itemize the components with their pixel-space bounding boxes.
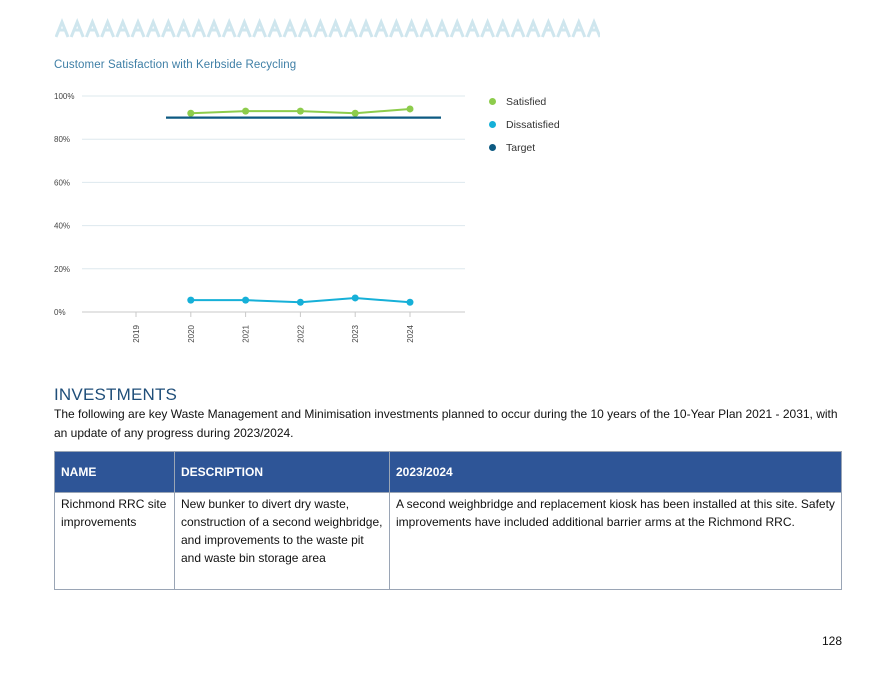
section-intro: The following are key Waste Management a…: [54, 407, 838, 440]
y-tick-label: 60%: [54, 178, 70, 187]
banner-motif: [495, 17, 511, 38]
chart-title: Customer Satisfaction with Kerbside Recy…: [54, 59, 297, 71]
y-tick-label: 20%: [54, 265, 70, 274]
legend-label-target: Target: [506, 141, 536, 154]
banner-motif: [419, 17, 435, 38]
banner-motif: [389, 17, 404, 38]
banner-motif: [130, 17, 146, 38]
banner-motif: [237, 17, 252, 38]
cell-description: New bunker to divert dry waste, construc…: [174, 492, 390, 590]
x-tick-label: 2019: [132, 324, 141, 342]
banner-motif: [85, 17, 100, 38]
legend-item-dissatisfied: Dissatisfied: [489, 113, 560, 136]
data-point-satisfied: [242, 107, 250, 115]
data-point-dissatisfied: [296, 298, 304, 306]
section-heading: INVESTMENTS: [54, 385, 178, 404]
legend-item-satisfied: Satisfied: [489, 90, 560, 113]
y-tick-label: 80%: [54, 135, 70, 144]
y-tick-label: 100%: [54, 92, 74, 101]
x-tick-label: 2020: [187, 324, 196, 342]
banner-motif: [252, 17, 267, 38]
investments-table: NAME DESCRIPTION 2023/2024 Richmond RRC …: [54, 451, 842, 590]
table-row: Richmond RRC site improvements New bunke…: [54, 492, 842, 590]
data-point-satisfied: [351, 109, 359, 117]
x-tick-label: 2022: [296, 324, 305, 342]
banner-motif: [206, 17, 222, 38]
data-point-dissatisfied: [242, 296, 250, 304]
data-point-dissatisfied: [351, 294, 359, 302]
legend-label-dissatisfied: Dissatisfied: [506, 118, 560, 131]
cell-progress: A second weighbridge and replacement kio…: [389, 492, 842, 590]
x-tick-label: 2023: [351, 324, 360, 342]
table-header-row: NAME DESCRIPTION 2023/2024: [54, 451, 842, 493]
data-point-satisfied: [296, 107, 304, 115]
banner-motif: [176, 17, 191, 38]
banner-motif: [282, 17, 298, 38]
data-point-satisfied: [406, 105, 414, 113]
banner-motif: [297, 17, 313, 38]
banner-motif: [221, 17, 237, 38]
banner-motif: [556, 17, 571, 38]
banner-motif: [571, 17, 587, 38]
legend-swatch-target: [489, 144, 496, 151]
legend-swatch-dissatisfied: [489, 121, 496, 128]
x-tick-label: 2021: [242, 324, 251, 342]
banner-motif: [267, 17, 283, 38]
legend-swatch-satisfied: [489, 98, 496, 105]
banner-motif: [343, 17, 359, 38]
banner-motif: [313, 17, 328, 38]
banner-motif: [161, 17, 176, 38]
banner-motif: [586, 17, 600, 38]
legend-item-target: Target: [489, 136, 560, 159]
data-point-dissatisfied: [406, 298, 414, 306]
banner-motif: [69, 17, 85, 38]
page-number: 128: [821, 634, 842, 648]
banner-pattern: [55, 17, 600, 38]
y-tick-label: 40%: [54, 222, 70, 231]
banner-motif: [55, 17, 70, 38]
banner-motif: [449, 17, 465, 38]
banner-motif: [541, 17, 556, 38]
chart-legend: Satisfied Dissatisfied Target: [489, 90, 560, 159]
banner-motif: [404, 17, 419, 38]
column-header-2023-2024: 2023/2024: [389, 451, 842, 493]
banner-motif: [465, 17, 480, 38]
banner-motif: [328, 17, 343, 38]
banner-motif: [480, 17, 495, 38]
column-header-name: NAME: [54, 451, 175, 493]
banner-motif: [115, 17, 131, 38]
banner-motif: [100, 17, 115, 38]
banner-motif: [510, 17, 526, 38]
column-header-description: DESCRIPTION: [174, 451, 390, 493]
y-tick-label: 0%: [54, 308, 66, 317]
x-tick-label: 2024: [406, 324, 415, 342]
banner-motif: [191, 17, 207, 38]
banner-motif: [358, 17, 374, 38]
legend-label-satisfied: Satisfied: [506, 95, 547, 108]
decorative-banner: [55, 17, 600, 43]
data-point-dissatisfied: [187, 296, 195, 304]
cell-name: Richmond RRC site improvements: [54, 492, 175, 590]
banner-motif: [145, 17, 161, 38]
banner-motif: [373, 17, 389, 38]
banner-motif: [525, 17, 541, 38]
data-point-satisfied: [187, 109, 195, 117]
banner-motif: [434, 17, 450, 38]
